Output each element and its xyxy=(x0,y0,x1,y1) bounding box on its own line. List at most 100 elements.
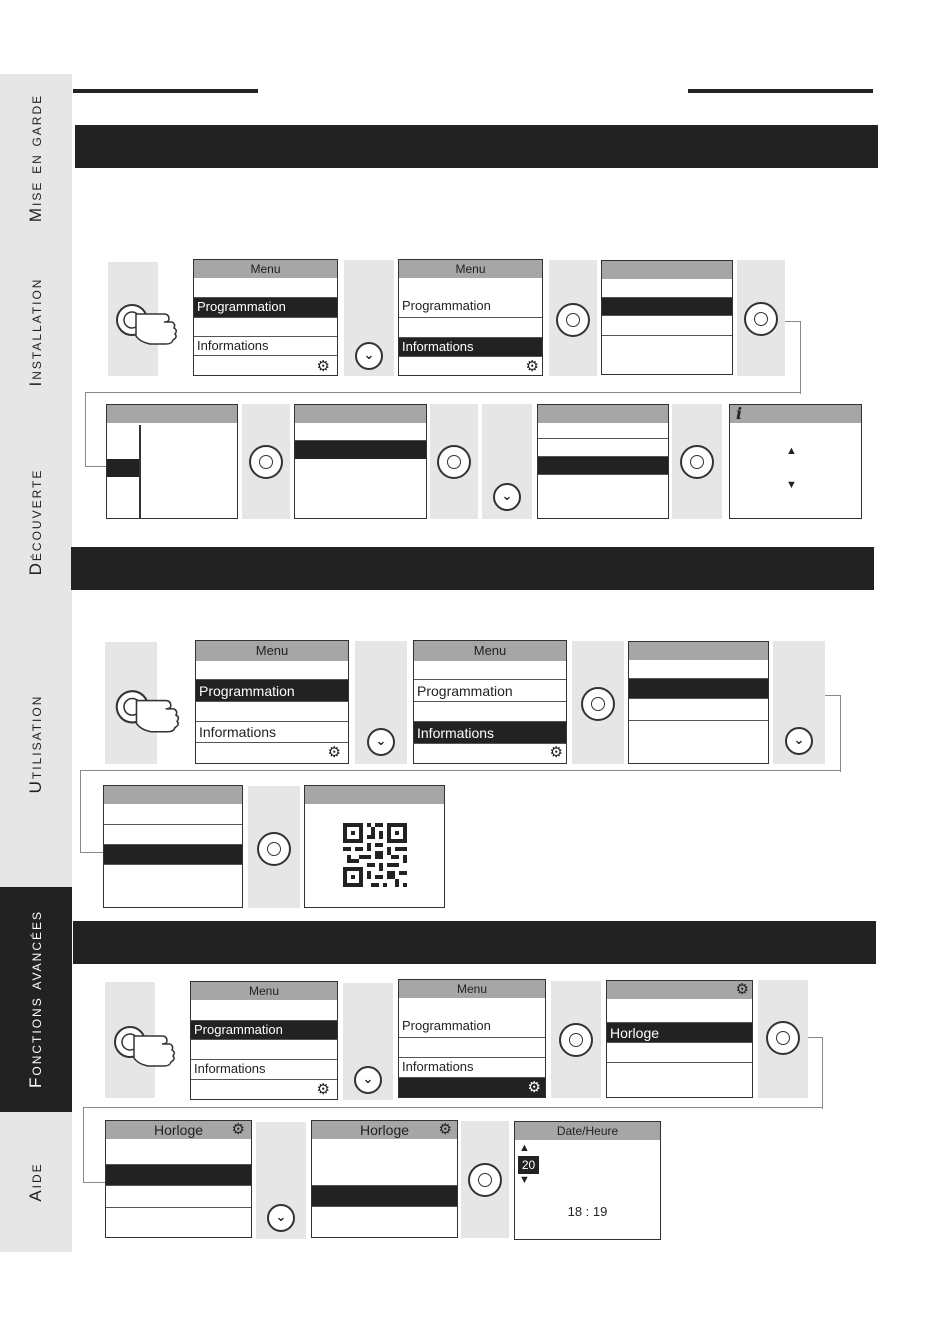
date-value-selected[interactable]: 20 xyxy=(518,1156,539,1174)
list-item xyxy=(607,1042,752,1063)
list-item xyxy=(538,438,668,457)
menu-row xyxy=(194,355,337,375)
gear-icon: ⚙ xyxy=(316,358,330,375)
screen-informations xyxy=(628,641,769,764)
menu-row xyxy=(196,742,348,763)
list-item-selected xyxy=(602,297,732,316)
down-panel: ⌄ xyxy=(355,641,407,764)
menu-row xyxy=(194,317,337,338)
menu-item-programmation[interactable]: Programmation xyxy=(194,297,337,318)
down-triangle-icon: ▼ xyxy=(519,1174,530,1186)
sidebar-tab-decouverte[interactable]: Découverte xyxy=(0,422,72,622)
time-display: 18 : 19 xyxy=(567,1204,608,1219)
ok-button-icon[interactable] xyxy=(744,302,778,336)
menu-row xyxy=(191,1039,337,1060)
ok-panel xyxy=(549,260,597,376)
down-arrow-button-icon[interactable]: ⌄ xyxy=(785,727,813,755)
list-item xyxy=(104,824,242,845)
ok-button-icon[interactable] xyxy=(766,1021,800,1055)
down-arrow-button-icon[interactable]: ⌄ xyxy=(493,483,521,511)
flow-connector xyxy=(785,321,801,394)
screen-list xyxy=(294,404,427,519)
ok-button-icon[interactable] xyxy=(581,687,615,721)
sidebar-tab-utilisation[interactable]: Utilisation xyxy=(0,622,72,887)
info-icon: i xyxy=(736,404,743,423)
press-panel xyxy=(105,982,176,1098)
list-item-selected xyxy=(312,1185,457,1207)
screen-title: Menu xyxy=(399,980,545,998)
down-panel: ⌄ xyxy=(344,260,394,376)
gear-icon: ⚙ xyxy=(316,1081,330,1098)
menu-item-settings[interactable] xyxy=(399,1077,545,1097)
menu-row xyxy=(414,701,566,722)
menu-row xyxy=(399,356,542,375)
screen-header xyxy=(295,405,426,423)
screen-horloge: Horloge ⚙ xyxy=(105,1120,252,1238)
list-item xyxy=(602,315,732,336)
section-bar-3 xyxy=(73,921,876,964)
gear-icon: ⚙ xyxy=(735,981,749,998)
sidebar-tab-fonctions-avancees[interactable]: Fonctions avancées xyxy=(0,887,72,1112)
list-item xyxy=(629,720,768,763)
sidebar-tab-mise-en-garde[interactable]: Mise en garde xyxy=(0,74,72,242)
list-item-selected xyxy=(629,678,768,699)
ok-panel xyxy=(248,786,300,908)
menu-item-programmation[interactable]: Programmation xyxy=(414,679,566,702)
ok-button-icon[interactable] xyxy=(468,1163,502,1197)
menu-item-informations[interactable]: Informations xyxy=(414,721,566,744)
flow-connector xyxy=(825,695,841,772)
down-arrow-button-icon[interactable]: ⌄ xyxy=(367,728,395,756)
press-hand-icon xyxy=(116,304,178,345)
menu-item-informations[interactable]: Informations xyxy=(194,336,337,357)
screen-menu: Menu Programmation Informations ⚙ xyxy=(398,259,543,376)
gear-icon: ⚙ xyxy=(527,1079,541,1096)
menu-row xyxy=(196,701,348,722)
down-arrow-button-icon[interactable]: ⌄ xyxy=(355,342,383,370)
settings-item-horloge[interactable]: Horloge xyxy=(607,1022,752,1043)
screen-header xyxy=(730,405,861,423)
ok-button-icon[interactable] xyxy=(257,832,291,866)
tab-label: Utilisation xyxy=(26,694,45,794)
ok-panel xyxy=(242,404,290,519)
menu-item-informations[interactable]: Informations xyxy=(399,1057,545,1078)
menu-item-programmation[interactable]: Programmation xyxy=(402,298,491,313)
flow-connector xyxy=(808,1037,823,1109)
list-item xyxy=(607,1062,752,1097)
ok-button-icon[interactable] xyxy=(437,445,471,479)
ok-button-icon[interactable] xyxy=(680,445,714,479)
menu-row xyxy=(399,1037,545,1058)
down-arrow-button-icon[interactable]: ⌄ xyxy=(354,1066,382,1094)
gear-icon: ⚙ xyxy=(438,1121,452,1138)
menu-item-programmation[interactable]: Programmation xyxy=(402,1018,491,1033)
screen-list xyxy=(537,404,669,519)
menu-item-programmation[interactable]: Programmation xyxy=(196,679,348,702)
screen-list xyxy=(106,404,238,519)
flow-connector xyxy=(80,770,840,771)
menu-item-informations[interactable]: Informations xyxy=(196,721,348,743)
menu-item-informations[interactable]: Informations xyxy=(399,337,542,357)
sidebar-tab-installation[interactable]: Installation xyxy=(0,242,72,422)
tab-label: Installation xyxy=(26,277,45,387)
top-rule-right xyxy=(688,89,873,93)
ok-button-icon[interactable] xyxy=(556,303,590,337)
menu-item-programmation[interactable]: Programmation xyxy=(191,1020,337,1040)
ok-panel xyxy=(430,404,478,519)
ok-button-icon[interactable] xyxy=(249,445,283,479)
list-item xyxy=(629,660,768,678)
ok-panel xyxy=(551,981,601,1098)
list-item xyxy=(602,335,732,374)
gear-icon: ⚙ xyxy=(549,744,563,761)
down-panel: ⌄ xyxy=(256,1122,306,1239)
ok-button-icon[interactable] xyxy=(559,1023,593,1057)
list-item-selected xyxy=(104,844,242,865)
divider xyxy=(139,425,141,518)
press-hand-icon xyxy=(115,690,180,733)
sidebar-tab-aide[interactable]: Aide xyxy=(0,1112,72,1252)
flow-connector xyxy=(80,770,105,853)
screen-header xyxy=(305,786,444,804)
down-arrow-button-icon[interactable]: ⌄ xyxy=(267,1204,295,1232)
screen-menu: Menu Programmation Informations ⚙ xyxy=(398,979,546,1098)
menu-item-informations[interactable]: Informations xyxy=(191,1059,337,1080)
press-panel xyxy=(108,262,178,376)
press-hand-icon xyxy=(114,1026,176,1067)
